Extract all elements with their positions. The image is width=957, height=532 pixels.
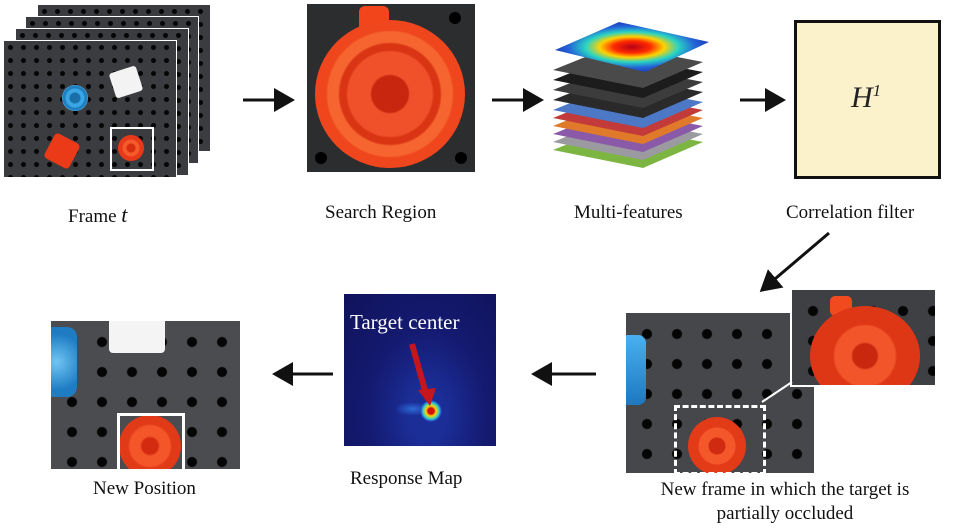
- frame-variable: t: [121, 202, 128, 227]
- zoomed-occlusion-image: [790, 288, 937, 387]
- new-position-image: [51, 321, 240, 469]
- caption-correlation-filter: Correlation filter: [786, 202, 915, 223]
- target-box: [110, 127, 154, 171]
- response-map-image: Target center: [344, 294, 496, 446]
- caption-new-position: New Position: [93, 478, 196, 499]
- peg-hole: [449, 12, 461, 24]
- search-region-image: [307, 4, 475, 172]
- peg-hole: [455, 152, 467, 164]
- feature-layer-heatmap: [555, 22, 709, 72]
- target-object-large: [315, 20, 465, 168]
- blue-bottle: [626, 335, 646, 405]
- blue-bottle: [51, 327, 77, 397]
- target-dashed-box: [674, 405, 766, 473]
- filter-symbol: H1: [851, 81, 882, 114]
- feature-stack: [553, 0, 723, 180]
- feature-layers: [553, 22, 709, 168]
- peg-hole: [315, 152, 327, 164]
- caption-frame-t: Frame t: [68, 202, 128, 227]
- response-peak: [420, 400, 442, 422]
- target-object-zoomed: [810, 306, 920, 385]
- target-center-arrow: [409, 343, 436, 406]
- caption-new-frame: New frame in which the target is partial…: [660, 479, 910, 524]
- response-map-label: Target center: [350, 310, 460, 334]
- target-object: [118, 135, 144, 161]
- frame-stack: [3, 4, 213, 179]
- target-object-occluded: [688, 417, 746, 473]
- caption-search-region: Search Region: [325, 202, 437, 223]
- red-block: [43, 132, 81, 170]
- blue-bottle: [62, 85, 88, 111]
- target-box: [117, 413, 185, 469]
- white-adapter: [108, 65, 144, 99]
- frame-current: [3, 40, 177, 178]
- arrow-filter-to-newframe: [759, 231, 830, 292]
- white-adapter: [109, 321, 165, 353]
- caption-multi-features: Multi-features: [574, 202, 683, 223]
- correlation-filter-box: H1: [794, 20, 941, 179]
- target-object: [119, 415, 181, 469]
- new-frame-image: [626, 313, 814, 473]
- caption-response-map: Response Map: [350, 468, 463, 489]
